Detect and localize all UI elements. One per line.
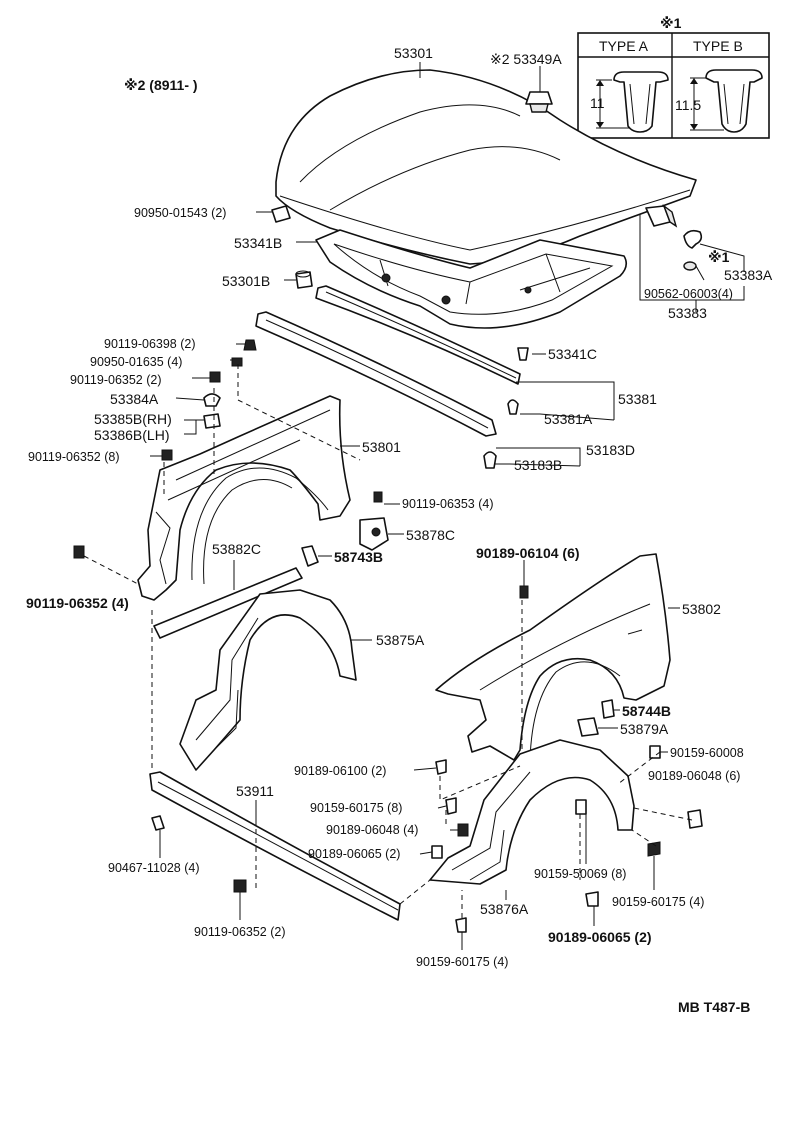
label-53386b: 53386B(LH) bbox=[94, 427, 170, 443]
label-90119-06352-b: 90119-06352 (8) bbox=[28, 450, 120, 464]
radiator-seal-53381 bbox=[315, 285, 521, 385]
label-53882c: 53882C bbox=[212, 541, 261, 557]
dim-type-a: 11 bbox=[590, 95, 605, 111]
fender-bracket-53878c bbox=[359, 517, 389, 551]
label-90189-06065-a: 90189-06065 (2) bbox=[308, 847, 400, 861]
hood-cushion-90950 bbox=[271, 205, 291, 223]
reference-code: MB T487-B bbox=[678, 999, 750, 1015]
fender-bracket-53879a bbox=[577, 717, 599, 737]
label-90159-60175-a: 90159-60175 (8) bbox=[310, 801, 402, 815]
label-53802: 53802 bbox=[682, 601, 721, 617]
label-53876a: 53876A bbox=[480, 901, 529, 917]
label-90159-60175-c: 90159-60175 (4) bbox=[416, 955, 508, 969]
clip-53341c-icon bbox=[517, 347, 529, 361]
front-apron-53911 bbox=[149, 771, 401, 921]
radiator-seal-53183d bbox=[255, 311, 497, 437]
note-2-date: ※2 (8911- ) bbox=[124, 77, 198, 93]
type-b-header: TYPE B bbox=[693, 38, 743, 54]
hood-inner-frame bbox=[315, 229, 628, 329]
label-53381: 53381 bbox=[618, 391, 657, 407]
type-table-title: ※1 bbox=[660, 15, 682, 31]
label-90119-06352-a: 90119-06352 (2) bbox=[70, 373, 162, 387]
label-53381a: 53381A bbox=[544, 411, 593, 427]
right-fastener-icons bbox=[233, 585, 703, 933]
label-90119-06353: 90119-06353 (4) bbox=[402, 497, 494, 511]
left-fender-liner bbox=[179, 589, 357, 771]
clip-type-table: ※1 TYPE A TYPE B 11 11.5 bbox=[577, 15, 770, 139]
right-fender-liner bbox=[429, 739, 635, 885]
label-53301b: 53301B bbox=[222, 273, 270, 289]
label-90950-01543: 90950-01543 (2) bbox=[134, 206, 226, 220]
label-58743b: 58743B bbox=[334, 549, 383, 565]
leader-lines bbox=[150, 62, 745, 950]
right-fender bbox=[435, 553, 671, 761]
label-53911: 53911 bbox=[236, 783, 274, 799]
fender-seal-58744b bbox=[601, 699, 615, 719]
label-53878c: 53878C bbox=[406, 527, 455, 543]
label-90189-06104: 90189-06104 (6) bbox=[476, 545, 580, 561]
label-53183d: 53183D bbox=[586, 442, 635, 458]
label-53349a: ※2 53349A bbox=[490, 51, 562, 67]
type-a-header: TYPE A bbox=[599, 38, 649, 54]
label-58744b: 58744B bbox=[622, 703, 671, 719]
label-53383a: 53383A bbox=[724, 267, 773, 283]
label-53341c: 53341C bbox=[548, 346, 597, 362]
label-90159-50069: 90159-50069 (8) bbox=[534, 867, 626, 881]
label-90119-06352-d: 90119-06352 (2) bbox=[194, 925, 286, 939]
clip-type-a-icon bbox=[596, 71, 669, 133]
label-53385b: 53385B(RH) bbox=[94, 411, 172, 427]
label-90119-06352-c: 90119-06352 (4) bbox=[26, 595, 129, 611]
label-90467-11028: 90467-11028 (4) bbox=[108, 861, 200, 875]
fender-seal-53882c bbox=[153, 567, 303, 639]
label-90119-06398: 90119-06398 (2) bbox=[104, 337, 196, 351]
label-90159-60008: 90159-60008 bbox=[670, 746, 744, 760]
label-53384a: 53384A bbox=[110, 391, 159, 407]
label-90159-60175-b: 90159-60175 (4) bbox=[612, 895, 704, 909]
clip-type-b-icon bbox=[690, 69, 763, 133]
dim-type-b: 11.5 bbox=[675, 97, 701, 113]
label-53875a: 53875A bbox=[376, 632, 425, 648]
hood-cushion-icon bbox=[683, 229, 703, 271]
bolt-icons bbox=[73, 339, 383, 559]
hood-bumper-53349a bbox=[525, 91, 553, 113]
clip-53183b-icon bbox=[483, 451, 497, 469]
label-53183b: 53183B bbox=[514, 457, 562, 473]
label-90189-06100: 90189-06100 (2) bbox=[294, 764, 386, 778]
clip-53381a-icon bbox=[507, 399, 519, 415]
label-90189-06048-b: 90189-06048 (4) bbox=[326, 823, 418, 837]
hood-seal-rubber bbox=[645, 204, 678, 228]
label-53879a: 53879A bbox=[620, 721, 669, 737]
label-53383a-mark: ※1 bbox=[708, 249, 730, 265]
label-90562-06003: 90562-06003(4) bbox=[644, 287, 733, 301]
label-53341b: 53341B bbox=[234, 235, 282, 251]
label-90189-06048-a: 90189-06048 (6) bbox=[648, 769, 740, 783]
label-90189-06065-b: 90189-06065 (2) bbox=[548, 929, 652, 945]
label-53801: 53801 bbox=[362, 439, 401, 455]
left-fender bbox=[137, 395, 351, 601]
hood-bumper-53301b bbox=[295, 270, 313, 289]
alignment-dashes bbox=[83, 364, 693, 918]
label-53301: 53301 bbox=[394, 45, 433, 61]
part-labels: 53301 ※2 53349A 90950-01543 (2) 53341B 5… bbox=[26, 45, 773, 1015]
label-90950-01635: 90950-01635 (4) bbox=[90, 355, 182, 369]
fender-seal-58743b bbox=[301, 545, 319, 567]
label-53383: 53383 bbox=[668, 305, 707, 321]
